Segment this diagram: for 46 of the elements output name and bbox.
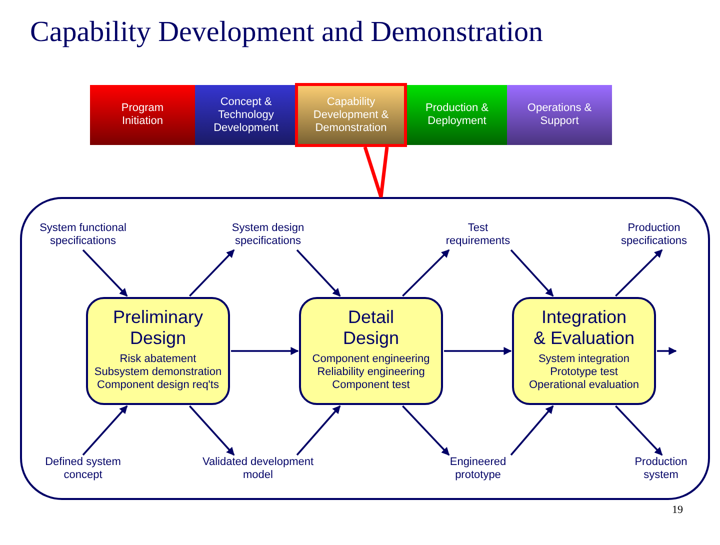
input-output-text: Validated development model <box>190 456 326 485</box>
arrow <box>402 249 450 297</box>
arrow <box>402 405 450 456</box>
arrow <box>510 405 554 456</box>
stage-heading: Integration & Evaluation <box>532 307 636 349</box>
arrow <box>296 405 341 456</box>
phase-box: Production & Deployment <box>407 85 507 145</box>
arrow <box>82 405 128 456</box>
input-output-text: Production specifications <box>604 222 704 249</box>
stage-activity: Component design req'ts <box>96 379 220 392</box>
stage-activity: Risk abatement <box>118 353 198 366</box>
process-box <box>86 297 230 405</box>
phase-box: Program Initiation <box>90 85 195 145</box>
process-box <box>299 297 443 405</box>
phase-box: Capability Development & Demonstration <box>295 83 407 147</box>
phase-box: Concept & Technology Development <box>195 85 297 145</box>
stage-activity: Operational evaluation <box>528 379 640 392</box>
arrow <box>296 249 341 297</box>
input-output-text: Engineered prototype <box>438 456 518 485</box>
arrow <box>189 249 235 297</box>
input-output-text: System functional specifications <box>30 222 136 249</box>
arrow <box>231 346 299 356</box>
phase-detail-panel <box>20 197 710 500</box>
slide-title: Capability Development and Demonstration <box>30 16 544 49</box>
stage-heading: Detail Design <box>342 307 400 349</box>
stage-activity: Component engineering <box>311 353 431 366</box>
phase-box: Operations & Support <box>507 85 612 145</box>
arrow <box>615 249 663 297</box>
arrow <box>657 346 677 356</box>
input-output-text: Test requirements <box>438 222 518 249</box>
process-box <box>512 297 656 405</box>
stage-heading: Preliminary Design <box>112 307 204 349</box>
arrow <box>615 405 663 456</box>
input-output-text: System design specifications <box>215 222 321 249</box>
stage-activity: Component test <box>331 379 411 392</box>
stage-activity: Prototype test <box>549 366 619 379</box>
stage-activity: Subsystem demonstration <box>93 366 223 379</box>
page-number: 19 <box>672 504 683 516</box>
input-output-text: Production system <box>626 456 696 485</box>
arrow <box>444 346 512 356</box>
arrow <box>82 249 128 297</box>
stage-activity: System integration <box>537 353 631 366</box>
arrow <box>189 405 235 456</box>
input-output-text: Defined system concept <box>30 456 136 485</box>
stage-activity: Reliability engineering <box>316 366 426 379</box>
arrow <box>510 249 554 297</box>
